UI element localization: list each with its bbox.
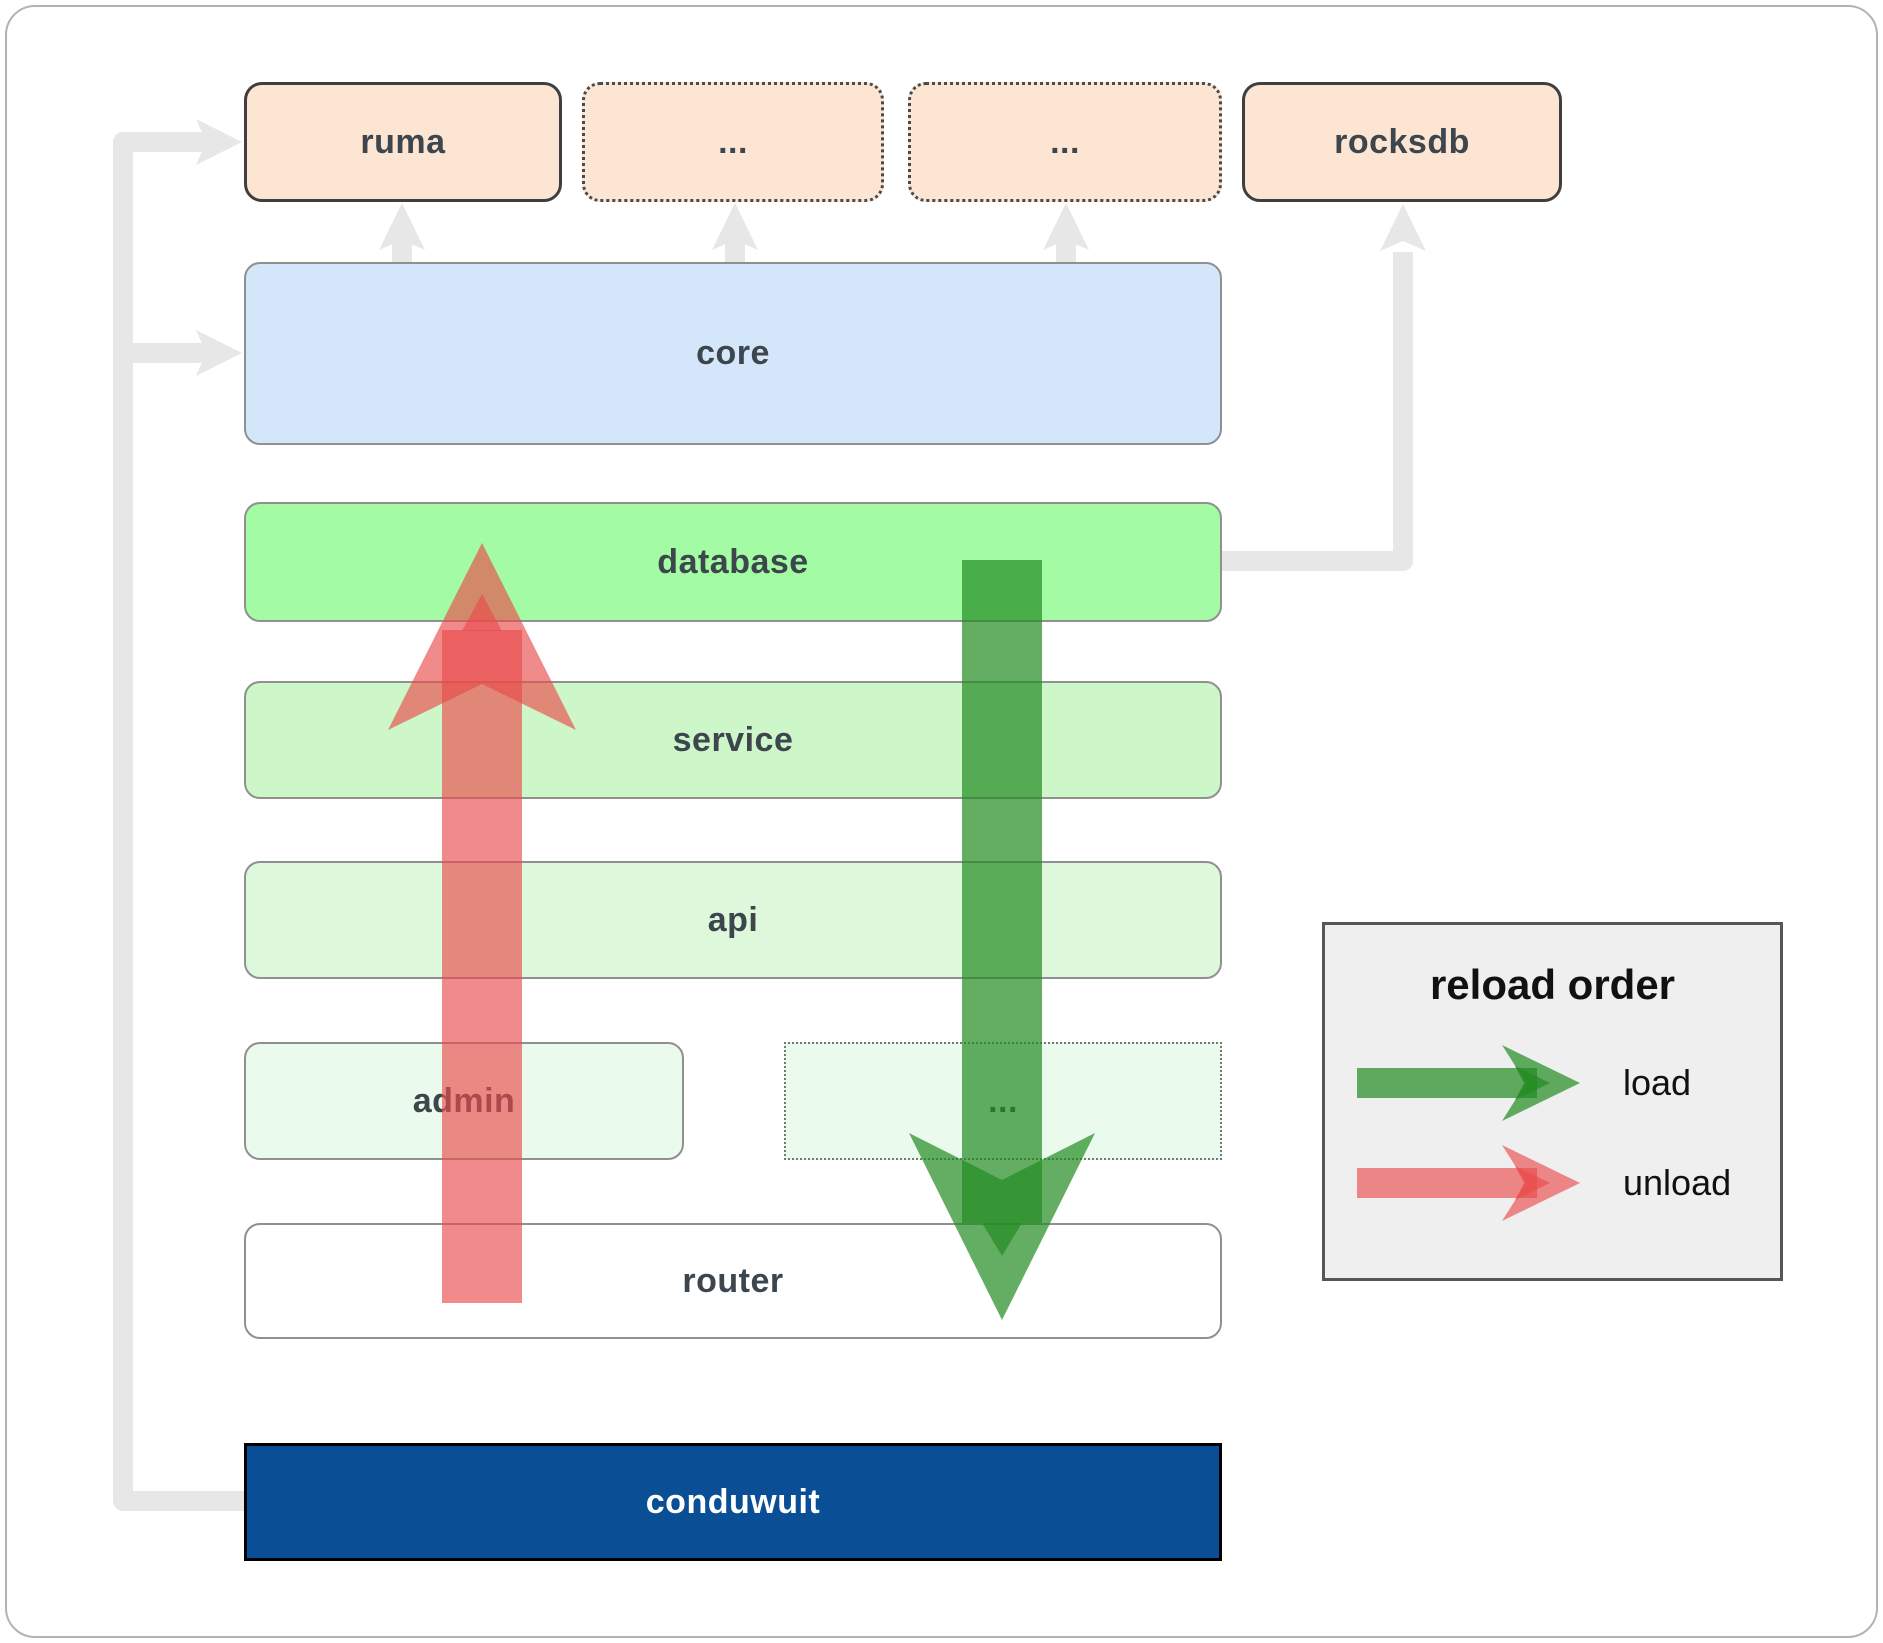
node-database: database bbox=[244, 502, 1222, 622]
node-router-label: router bbox=[682, 1261, 784, 1300]
legend-title: reload order bbox=[1429, 961, 1676, 1008]
load-arrow-icon bbox=[1357, 1045, 1580, 1121]
node-router: router bbox=[244, 1223, 1222, 1339]
node-module-ellipsis-2-label: ... bbox=[1050, 122, 1080, 161]
node-rocksdb-label: rocksdb bbox=[1334, 122, 1470, 161]
node-ruma-label: ruma bbox=[360, 122, 446, 161]
node-admin: admin bbox=[244, 1042, 684, 1160]
node-conduwuit: conduwuit bbox=[244, 1443, 1222, 1561]
node-ruma: ruma bbox=[244, 82, 562, 202]
node-conduwuit-label: conduwuit bbox=[645, 1482, 821, 1521]
legend-item-unload: unload bbox=[1325, 1143, 1780, 1223]
node-api: api bbox=[244, 861, 1222, 979]
node-admin-ellipsis: ... bbox=[784, 1042, 1222, 1160]
legend-unload-label: unload bbox=[1623, 1162, 1732, 1203]
node-module-ellipsis-2: ... bbox=[908, 82, 1222, 202]
node-core: core bbox=[244, 262, 1222, 445]
node-database-label: database bbox=[657, 542, 809, 581]
node-core-label: core bbox=[696, 334, 770, 372]
node-rocksdb: rocksdb bbox=[1242, 82, 1562, 202]
node-service-label: service bbox=[672, 720, 794, 759]
legend-item-load: load bbox=[1325, 1043, 1780, 1123]
node-module-ellipsis-1-label: ... bbox=[718, 122, 748, 161]
node-service: service bbox=[244, 681, 1222, 799]
node-admin-ellipsis-label: ... bbox=[988, 1081, 1018, 1120]
node-api-label: api bbox=[707, 900, 759, 939]
legend-load-label: load bbox=[1623, 1062, 1692, 1103]
node-module-ellipsis-1: ... bbox=[582, 82, 884, 202]
legend-panel: reload order load unload bbox=[1322, 922, 1783, 1281]
unload-arrow-icon bbox=[1357, 1145, 1580, 1221]
diagram-border bbox=[5, 5, 1878, 1638]
node-admin-label: admin bbox=[412, 1081, 516, 1120]
